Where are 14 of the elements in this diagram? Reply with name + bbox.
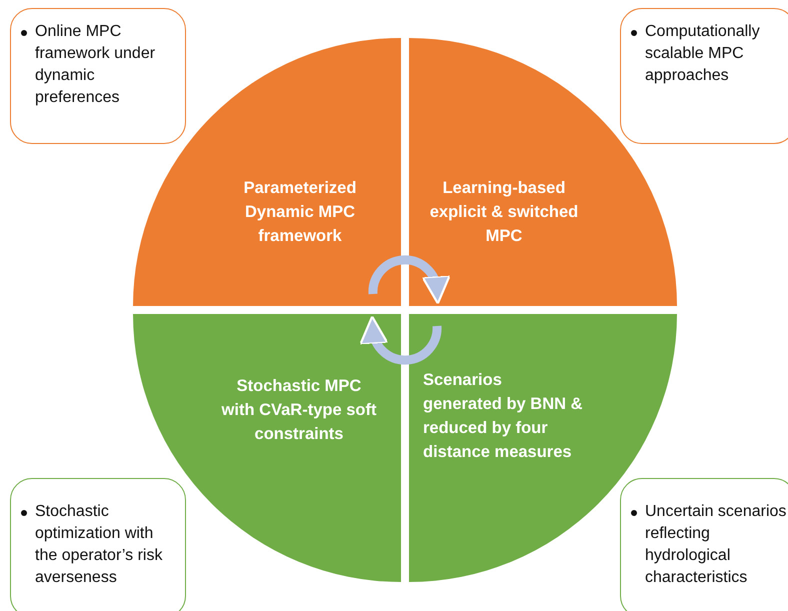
bullet-point: Online MPC framework under dynamic preferences: [19, 21, 170, 109]
cycle-arrow: [368, 255, 450, 304]
note-card: [10, 478, 186, 611]
bullet-point: Computationally scalable MPC approaches: [629, 21, 780, 87]
quadrant-title: Scenarios generated by BNN & reduced by four distance measures: [423, 370, 583, 463]
note-card: [10, 8, 186, 144]
note-card: [620, 8, 788, 144]
bullet-point: Stochastic optimization with the operator’s risk averseness: [19, 501, 175, 589]
quadrant-title: Stochastic MPC with CVaR-type soft constraints: [220, 376, 378, 445]
note-card: [620, 478, 788, 611]
quadrant-title: Learning-based explicit & switched MPC: [429, 178, 579, 247]
cycle-arrow: [360, 316, 442, 365]
bullet-point: Uncertain scenarios reflecting hydrological characteristics: [629, 501, 788, 589]
quadrant-title: Parameterized Dynamic MPC framework: [242, 178, 358, 247]
